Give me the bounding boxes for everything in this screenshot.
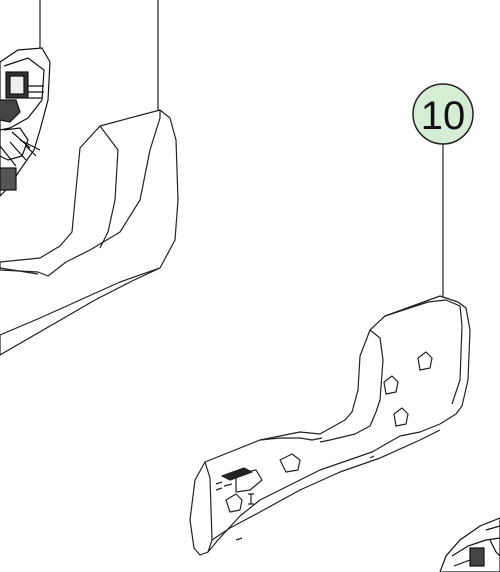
callout-number: 10 bbox=[421, 94, 466, 138]
left-mechanism bbox=[0, 47, 51, 197]
left-cover-part bbox=[0, 109, 179, 356]
bottom-right-assembly bbox=[439, 517, 500, 572]
callout-circle bbox=[412, 83, 474, 145]
part-10-cover bbox=[189, 295, 471, 556]
